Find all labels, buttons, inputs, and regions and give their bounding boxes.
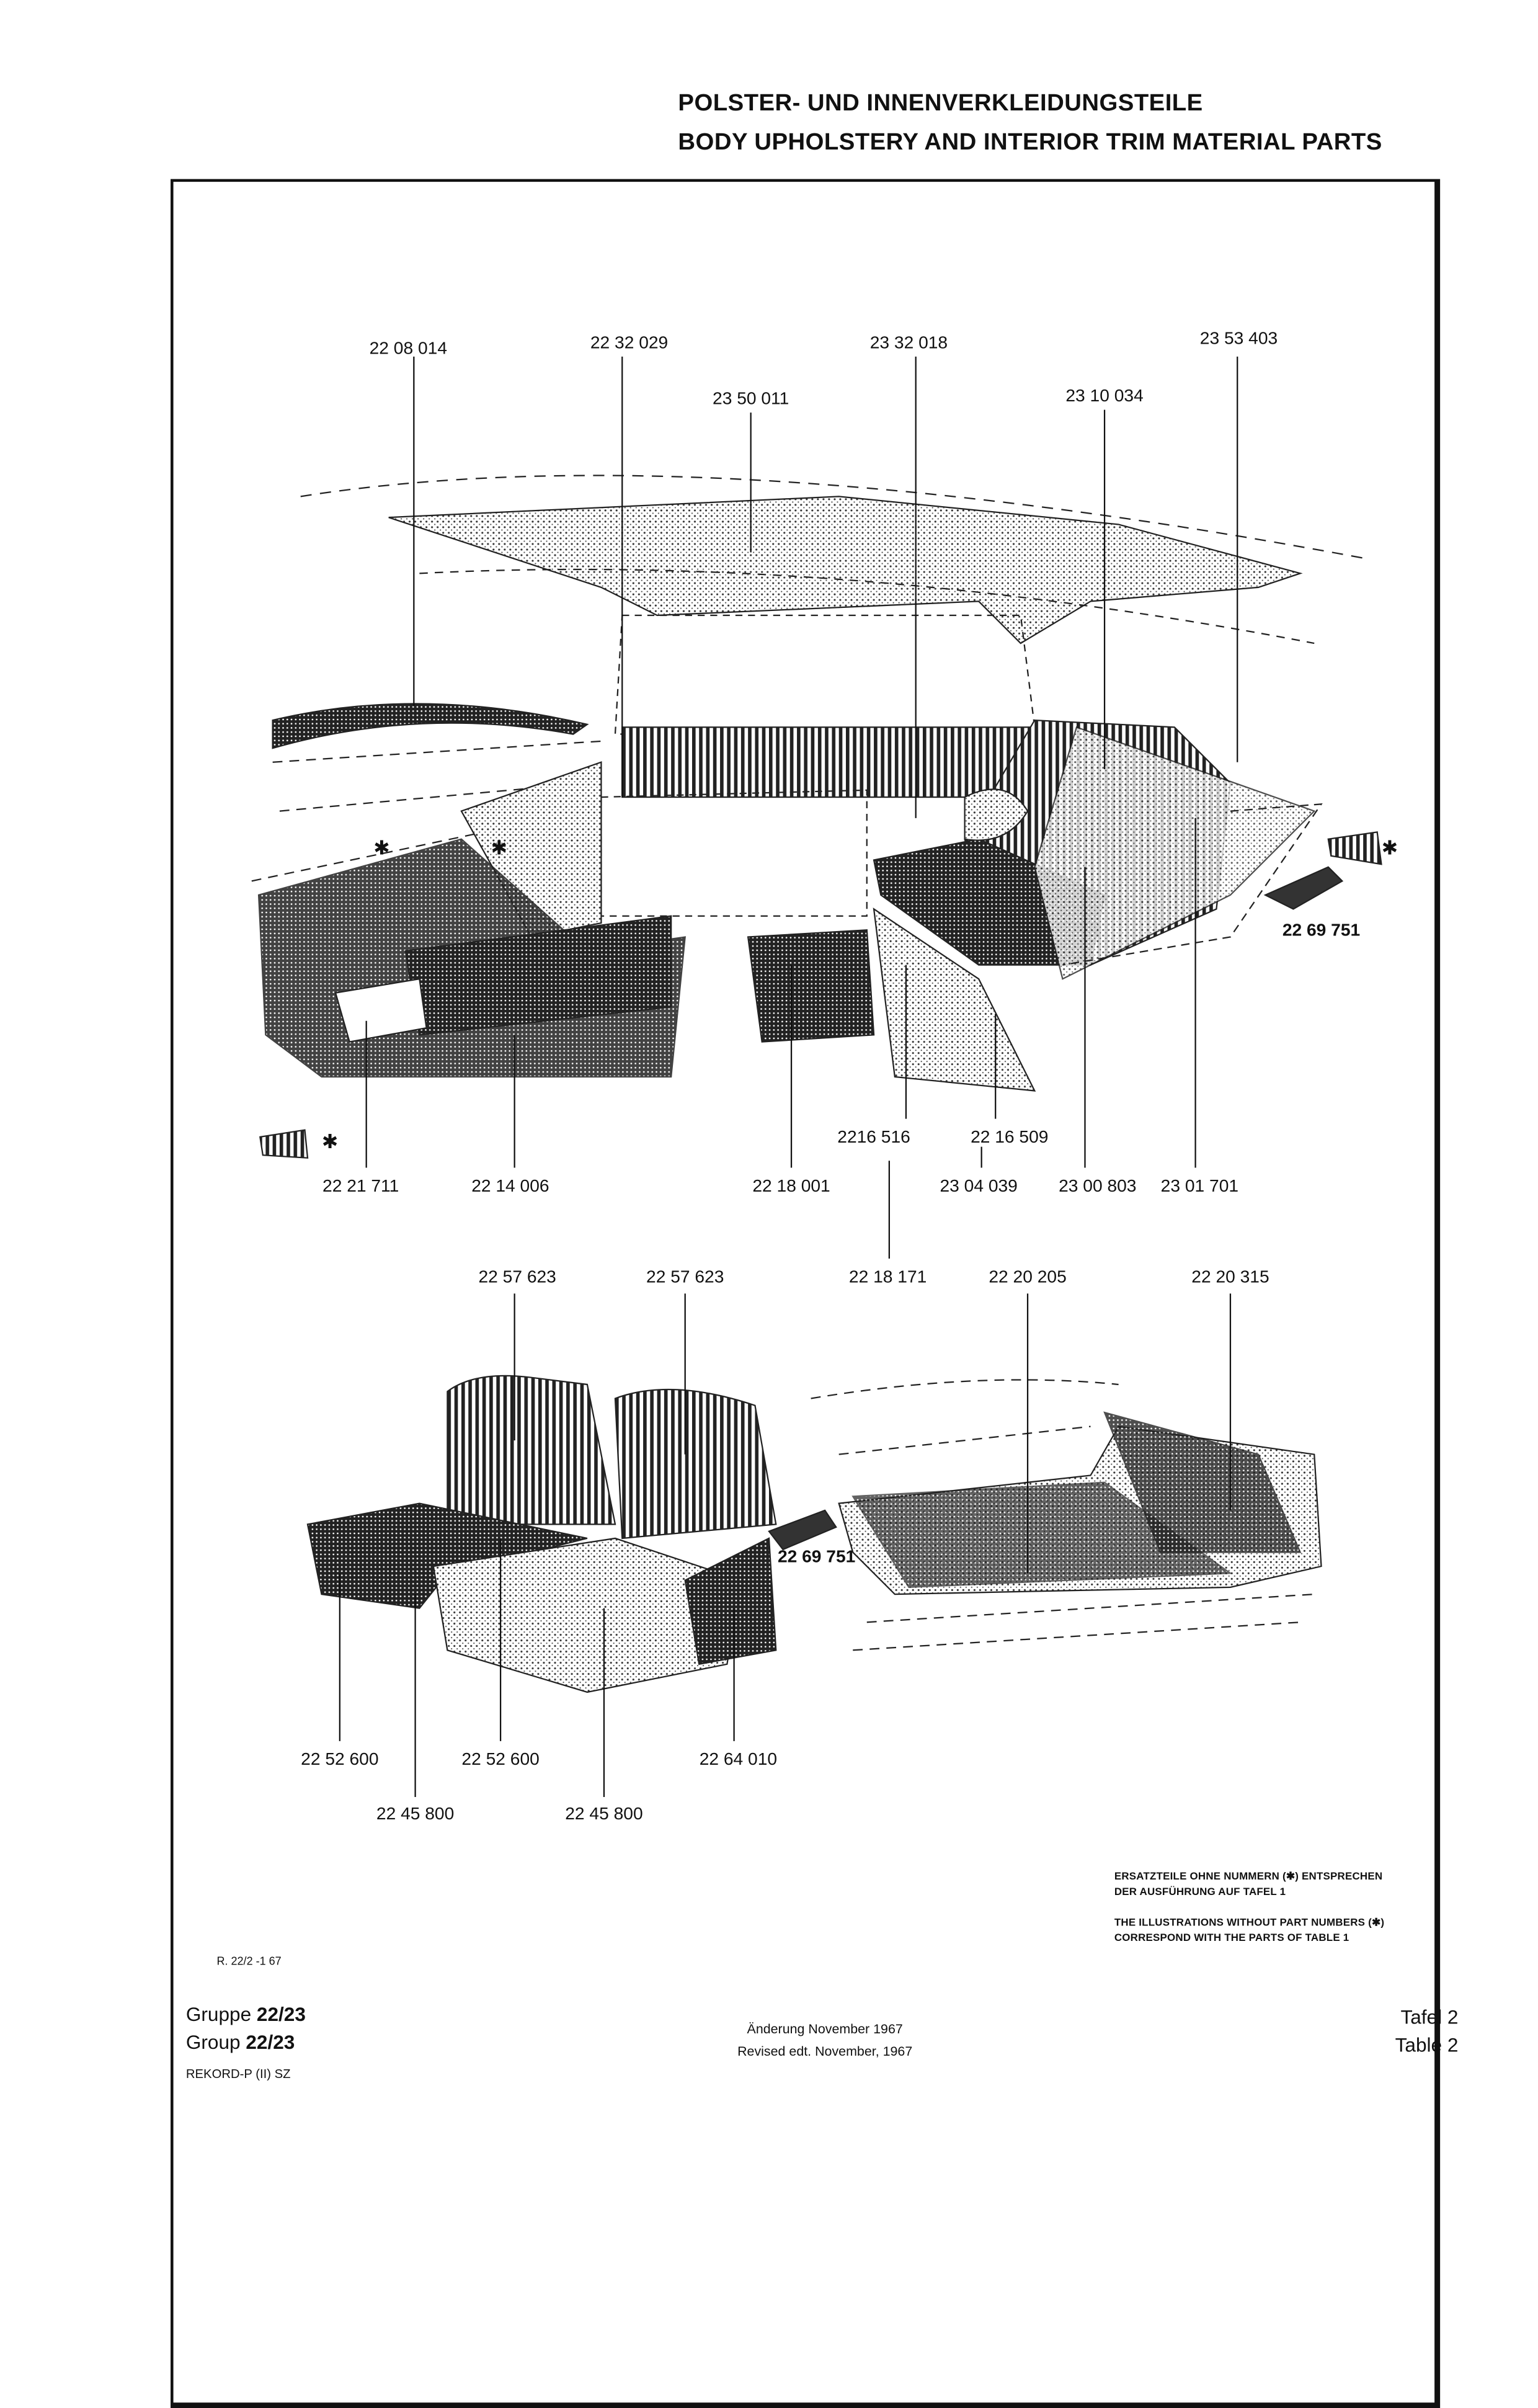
asterisk-icon: ✱ [1381, 836, 1398, 859]
part-number: 22 69 751 [1282, 920, 1361, 940]
part-number: 22 14 006 [471, 1176, 549, 1196]
title-english: BODY UPHOLSTERY AND INTERIOR TRIM MATERI… [678, 128, 1382, 156]
table-german: Tafel 2 [1400, 2005, 1459, 2028]
note-line: DER AUSFÜHRUNG AUF TAFEL 1 [1114, 1885, 1286, 1898]
part-number: 23 00 803 [1059, 1176, 1137, 1196]
note-german: ERSATZTEILE OHNE NUMMERN (✱) ENTSPRECHEN… [1114, 1868, 1382, 1899]
part-number: 23 10 034 [1065, 386, 1144, 406]
part-number: 23 04 039 [940, 1176, 1018, 1196]
part-number: 22 52 600 [301, 1749, 379, 1769]
exploded-view-drawing [251, 356, 1382, 1798]
part-number: 22 32 029 [590, 332, 669, 353]
headliner [388, 496, 1303, 644]
group-german: Gruppe 22/23 [186, 2002, 306, 2025]
title-german: POLSTER- UND INNENVERKLEIDUNGSTEILE [678, 89, 1203, 117]
part-number: 22 20 315 [1191, 1267, 1269, 1287]
note-line: THE ILLUSTRATIONS WITHOUT PART NUMBERS (… [1114, 1915, 1385, 1929]
value: 22/23 [256, 2002, 306, 2025]
part-number: 22 69 751 [777, 1546, 856, 1567]
door-trim-panel [621, 726, 1042, 798]
grommet-icon [1327, 831, 1382, 865]
part-number: 22 20 205 [989, 1267, 1067, 1287]
part-number: 22 52 600 [461, 1749, 540, 1769]
group-english: Group 22/23 [186, 2031, 295, 2053]
clip-icon [1263, 866, 1344, 910]
part-number: 22 18 001 [752, 1176, 830, 1196]
leader-lines [339, 356, 1238, 1798]
part-number: 22 21 711 [322, 1176, 399, 1196]
part-number: 23 53 403 [1199, 328, 1278, 349]
table-english: Table 2 [1395, 2033, 1459, 2056]
asterisk-icon: ✱ [321, 1130, 339, 1153]
part-number: 22 16 509 [971, 1127, 1049, 1147]
parts-catalog-page: POLSTER- UND INNENVERKLEIDUNGSTEILE BODY… [171, 89, 1459, 2408]
part-number: 22 08 014 [369, 338, 447, 359]
clip-icon [768, 1509, 837, 1551]
part-number: 22 57 623 [646, 1267, 724, 1287]
part-number: 22 64 010 [699, 1749, 778, 1769]
part-number: 22 45 800 [376, 1804, 455, 1824]
part-number: 23 32 018 [869, 332, 948, 353]
grommet-icon [259, 1129, 309, 1159]
front-seat-cushion-right [432, 1537, 742, 1693]
part-number: 23 01 701 [1160, 1176, 1239, 1196]
revision-english: Revised edt. November, 1967 [737, 2045, 913, 2060]
part-number: 22 45 800 [565, 1804, 643, 1824]
asterisk-icon: ✱ [491, 836, 508, 859]
note-english: THE ILLUSTRATIONS WITHOUT PART NUMBERS (… [1114, 1914, 1384, 1945]
sun-visor-strip [272, 703, 589, 749]
front-seat-backrest-left [447, 1375, 616, 1525]
value: 22/23 [246, 2030, 295, 2053]
label: Group [185, 2030, 241, 2053]
part-number: 23 50 011 [713, 388, 789, 409]
part-number: 2216 516 [837, 1127, 910, 1147]
model-name: REKORD-P (II) SZ [185, 2067, 291, 2081]
note-line: CORRESPOND WITH THE PARTS OF TABLE 1 [1114, 1931, 1349, 1944]
part-number: 22 18 171 [848, 1267, 927, 1287]
part-number: 22 57 623 [478, 1267, 556, 1287]
label: Gruppe [185, 2002, 252, 2025]
asterisk-icon: ✱ [373, 836, 390, 859]
note-line: ERSATZTEILE OHNE NUMMERN (✱) ENTSPRECHEN [1114, 1870, 1383, 1883]
front-seat-backrest-right [614, 1388, 777, 1540]
drawing-reference: R. 22/2 -1 67 [216, 1955, 282, 1968]
revision-german: Änderung November 1967 [747, 2022, 903, 2038]
trunk-side-trim [1103, 1411, 1302, 1553]
